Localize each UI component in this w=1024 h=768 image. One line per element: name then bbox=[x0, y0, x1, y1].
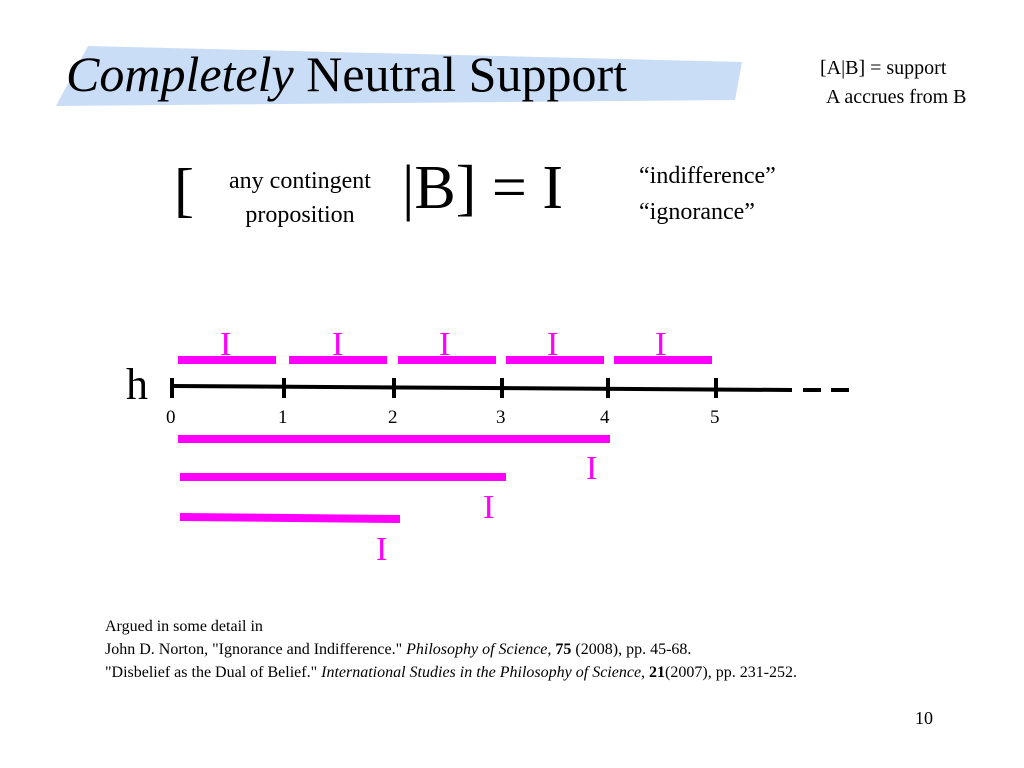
interval-label-i: I bbox=[332, 326, 344, 363]
reference-volume: 75 bbox=[555, 641, 572, 658]
interval-label-i: I bbox=[376, 531, 388, 568]
axis-label-h: h bbox=[126, 360, 148, 409]
h-axis-line bbox=[171, 384, 793, 392]
interval-label-i: I bbox=[439, 326, 451, 363]
interval-label-i: I bbox=[547, 326, 559, 363]
page-number: 10 bbox=[915, 708, 933, 728]
interval-label-i: I bbox=[220, 326, 232, 363]
title-highlight-band bbox=[56, 46, 742, 106]
formula-proposition-line1: any contingent bbox=[229, 168, 371, 194]
slide-title: Completely Neutral Support bbox=[66, 44, 627, 104]
tick-label-4: 4 bbox=[600, 407, 610, 428]
formula-equals-i: |B] = I bbox=[402, 154, 564, 222]
reference-separator: , bbox=[641, 664, 650, 681]
title-rest: Neutral Support bbox=[306, 46, 627, 102]
tick-label-3: 3 bbox=[496, 407, 506, 428]
support-definition-line2: A accrues from B bbox=[826, 86, 967, 108]
quote-ignorance: “ignorance” bbox=[639, 199, 755, 225]
formula-proposition-line2: proposition bbox=[245, 202, 355, 228]
tick-label-2: 2 bbox=[388, 407, 398, 428]
reference-norton-2007: "Disbelief as the Dual of Belief." Inter… bbox=[105, 662, 797, 684]
interval-0-to-2-bar bbox=[179, 513, 401, 523]
reference-separator: , bbox=[547, 641, 556, 658]
reference-text: John D. Norton, "Ignorance and Indiffere… bbox=[105, 641, 407, 658]
references-intro: Argued in some detail in bbox=[105, 618, 263, 635]
support-definition-line1: [A|B] = support bbox=[820, 57, 947, 79]
interval-label-i: I bbox=[655, 326, 667, 363]
title-emphasis: Completely bbox=[66, 46, 294, 102]
quote-indifference: “indifference” bbox=[639, 163, 776, 189]
tick-label-0: 0 bbox=[166, 407, 176, 428]
reference-pages: (2008), pp. 45-68. bbox=[571, 641, 692, 658]
formula-proposition: any contingent proposition bbox=[200, 164, 400, 232]
reference-norton-2008: John D. Norton, "Ignorance and Indiffere… bbox=[105, 639, 691, 661]
reference-pages: (2007), pp. 231-252. bbox=[665, 664, 798, 681]
reference-volume: 21 bbox=[649, 664, 666, 681]
reference-text: "Disbelief as the Dual of Belief." bbox=[105, 664, 322, 681]
reference-journal: International Studies in the Philosophy … bbox=[321, 664, 642, 681]
interval-label-i: I bbox=[586, 450, 598, 487]
formula-open-bracket: [ bbox=[174, 157, 194, 223]
tick-label-5: 5 bbox=[710, 407, 720, 428]
tick-label-1: 1 bbox=[278, 407, 288, 428]
interval-label-i: I bbox=[483, 489, 495, 526]
reference-journal: Philosophy of Science bbox=[406, 641, 548, 658]
